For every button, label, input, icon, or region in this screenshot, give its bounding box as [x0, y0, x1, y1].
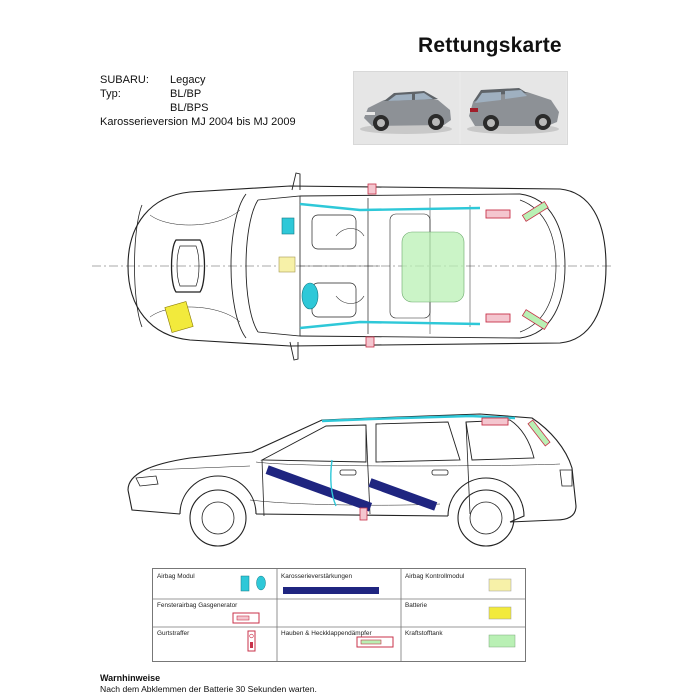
legend-label-belt-tensioner: Gurtstraffer — [157, 630, 190, 637]
legend-label-strut: Hauben & Heckklappendämpfer — [281, 630, 372, 637]
vehicle-photo-rear — [461, 72, 566, 144]
tailgate-strut-left — [521, 201, 549, 222]
model-value: Legacy — [170, 74, 206, 86]
tailgate-strut-right — [521, 309, 549, 330]
warnings-title: Warnhinweise — [100, 673, 161, 683]
legend-swatch-airbag-rect — [240, 575, 250, 592]
legend-swatch-acm — [488, 578, 512, 592]
side-view-components — [265, 414, 551, 521]
legend: Airbag Modul Karosserieverstärkungen Air… — [152, 568, 526, 662]
belt-tensioner-left — [367, 183, 377, 195]
fuel-tank-marker — [401, 231, 465, 303]
legend-swatch-reinforcement — [283, 587, 379, 594]
reinforcement-rear — [368, 478, 438, 511]
legend-label-airbag-module: Airbag Modul — [157, 573, 195, 580]
side-view — [127, 413, 577, 547]
legend-label-fuel-tank: Kraftstofftank — [405, 630, 443, 637]
body-version: Karosserieversion MJ 2004 bis MJ 2009 — [100, 116, 296, 128]
reinforcement-front — [265, 465, 373, 512]
warnings-text: Nach dem Abklemmen der Batterie 30 Sekun… — [100, 684, 317, 694]
window-airbag-generator-right — [485, 313, 511, 323]
top-view-components — [164, 183, 549, 348]
legend-swatch-battery — [488, 606, 512, 620]
type-value-1: BL/BP — [170, 88, 202, 100]
belt-tensioner-right — [365, 336, 375, 348]
legend-label-battery: Batterie — [405, 602, 428, 609]
driver-airbag-marker — [281, 217, 295, 235]
type-label: Typ: — [100, 88, 121, 100]
vehicle-photo-front — [354, 72, 459, 144]
type-value-2: BL/BPS — [170, 102, 209, 114]
page-title: Rettungskarte — [418, 34, 562, 57]
make-label: SUBARU: — [100, 74, 149, 86]
legend-label-airbag-control: Airbag Kontrollmodul — [405, 573, 465, 580]
window-airbag-generator-left — [485, 209, 511, 219]
curtain-airbag-side — [321, 414, 516, 423]
belt-tensioner-side — [359, 507, 368, 521]
battery-marker — [164, 301, 194, 333]
vehicle-photos — [353, 71, 568, 145]
top-view — [92, 172, 612, 361]
window-airbag-generator-side — [481, 417, 509, 426]
curtain-airbag-left — [299, 202, 481, 212]
curtain-airbag-right — [299, 320, 481, 330]
legend-swatch-belt — [247, 630, 256, 652]
legend-label-window-airbag: Fensterairbag Gasgenerator — [157, 602, 238, 609]
legend-label-reinforcements: Karosserieverstärkungen — [281, 573, 353, 580]
airbag-control-module-marker — [278, 256, 296, 273]
passenger-airbag-marker — [301, 282, 319, 310]
tailgate-strut-side — [527, 419, 551, 447]
vehicle-info: SUBARU: Legacy Typ: BL/BP BL/BPS Karosseri… — [100, 73, 296, 129]
seat-outline-airbag — [330, 459, 337, 507]
legend-swatch-fuel-tank — [488, 634, 516, 648]
legend-swatch-airbag-oval — [256, 575, 266, 591]
